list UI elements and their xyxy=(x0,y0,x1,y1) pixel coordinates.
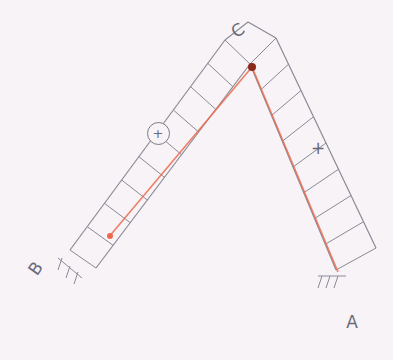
bar-rung xyxy=(173,110,198,132)
bar-rung xyxy=(282,117,313,142)
point-label: C xyxy=(228,20,247,41)
bar-edge xyxy=(276,38,376,248)
bar-rung xyxy=(191,87,216,110)
bar-rung xyxy=(304,169,339,193)
support-hatch xyxy=(334,276,338,288)
point-label: B xyxy=(26,258,47,277)
bar-rung xyxy=(325,222,363,245)
bar-edge xyxy=(70,40,225,250)
sign-text: + xyxy=(153,127,164,140)
support-hatch xyxy=(74,272,78,284)
point-label: A xyxy=(346,314,358,331)
bar-rung xyxy=(315,196,352,219)
hinge-dot xyxy=(248,63,256,71)
bar-rung xyxy=(104,203,130,222)
support-hatch xyxy=(58,258,62,270)
bar-rung xyxy=(87,227,113,246)
end-dot xyxy=(107,233,113,239)
thrust-line xyxy=(252,67,338,272)
bar-rung xyxy=(336,248,376,270)
bar-rung xyxy=(261,64,289,90)
bar-rung xyxy=(139,157,165,178)
thrust-line xyxy=(108,67,252,238)
point-label: + xyxy=(311,140,325,157)
bar-rung xyxy=(70,250,96,268)
bar-rung xyxy=(250,38,276,64)
support-hatch xyxy=(326,276,330,288)
bar-rung xyxy=(272,91,302,116)
support-hatch xyxy=(66,266,70,278)
bar-rung xyxy=(208,63,233,86)
bar-edge xyxy=(96,64,250,268)
circled-sign: + xyxy=(147,122,170,145)
support-hatch xyxy=(318,276,322,288)
bar-rung xyxy=(225,40,250,64)
support-hatch xyxy=(58,258,82,278)
